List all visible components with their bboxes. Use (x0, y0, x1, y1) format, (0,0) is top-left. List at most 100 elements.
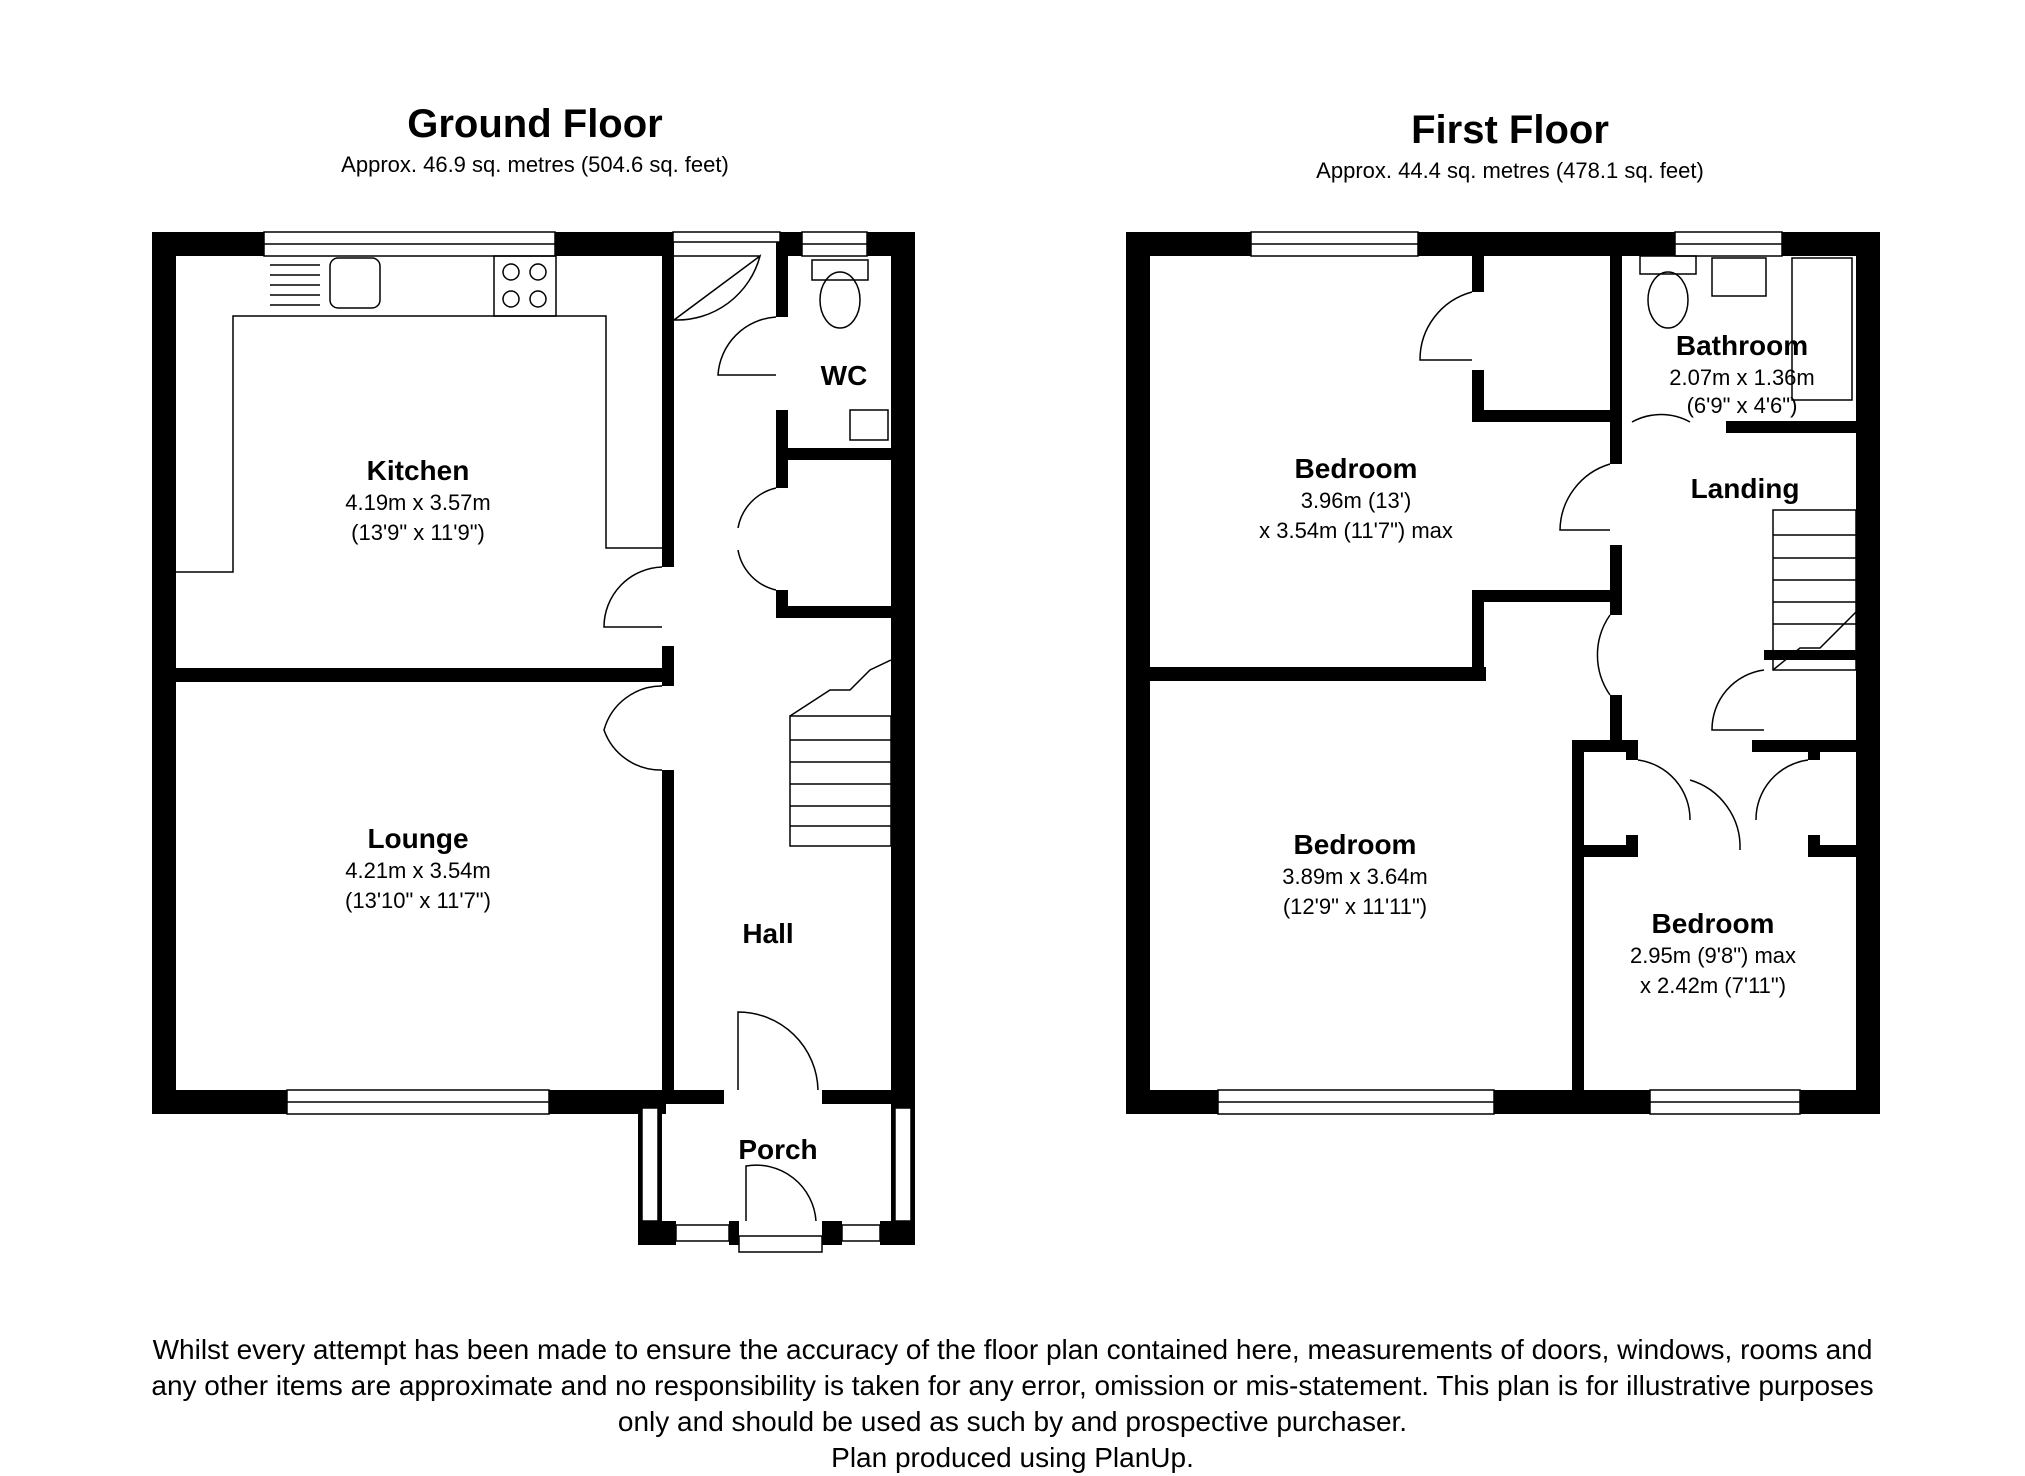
room-name-lounge: Lounge (367, 823, 468, 854)
room-name-kitchen: Kitchen (367, 455, 470, 486)
room-name-wc: WC (821, 360, 868, 391)
gf-door-cupboard-top (737, 487, 777, 529)
ff-wall-bath-left-top (1610, 232, 1622, 422)
gf-wall-right (891, 232, 915, 1245)
ff-wall-bath-left-mid (1610, 422, 1622, 464)
ff-door-cup-right (1755, 759, 1809, 821)
ff-bath-tub (1791, 257, 1853, 401)
ground-floor-labels: Kitchen 4.19m x 3.57m (13'9" x 11'9") Lo… (345, 360, 867, 1165)
ff-wall-cup-left-bot (1572, 845, 1638, 857)
ff-wall-landing-left-low (1610, 695, 1622, 740)
gf-window-porch-bottom2 (738, 1235, 823, 1253)
gf-porch-wall-bottom-mid2 (822, 1221, 842, 1245)
room-name-bedroom-3: Bedroom (1652, 908, 1775, 939)
gf-window-hall-top (672, 231, 781, 243)
disclaimer-line-4: Plan produced using PlanUp. (831, 1442, 1194, 1473)
room-dims-bedroom-2-b: (12'9" x 11'11") (1283, 894, 1427, 919)
ff-wall-cup-right-bot (1808, 845, 1880, 857)
ff-wall-stair-divide (1764, 650, 1880, 660)
gf-kitchen-sink (329, 257, 381, 309)
room-name-bedroom-1: Bedroom (1295, 453, 1418, 484)
first-floor-title: First Floor (1411, 108, 1609, 152)
ground-floor-plan (152, 232, 915, 1245)
ff-wall-bed3-top-left (1572, 740, 1638, 752)
gf-kitchen-hob (493, 255, 557, 317)
gf-porch-wall-bottom-mid1 (729, 1221, 739, 1245)
ff-wall-cup-right-v2 (1808, 835, 1820, 857)
ff-wall-bottom-left (1126, 1090, 1218, 1114)
ff-wall-bed1-notch (1472, 590, 1622, 602)
gf-porch-wall-bottom-left (638, 1221, 676, 1245)
ff-wall-cup-right-v (1808, 740, 1820, 760)
ff-door-wardrobe (1419, 291, 1473, 361)
room-dims-lounge-1: 4.21m x 3.54m (345, 858, 491, 883)
ff-wall-bed3-left (1572, 740, 1584, 1100)
gf-window-porch-left (641, 1107, 659, 1222)
gf-wall-hall-porch-left (662, 1090, 724, 1104)
first-floor-labels: Bedroom 3.96m (13') x 3.54m (11'7") max … (1259, 330, 1815, 998)
first-floor-plan (1126, 232, 1880, 1114)
room-name-landing: Landing (1691, 473, 1800, 504)
gf-door-cupboard-bot (737, 549, 777, 591)
ff-wall-wardrobe-left-bot (1472, 370, 1484, 420)
gf-wall-hall-lounge (662, 770, 674, 1100)
gf-wall-hall-porch-right (822, 1090, 912, 1104)
gf-wall-top-mid (555, 232, 673, 256)
room-name-bedroom-2: Bedroom (1294, 829, 1417, 860)
gf-wc-wall-left-top (776, 232, 788, 317)
gf-door-front-hall (671, 254, 762, 321)
room-dims-bedroom-1-a: 3.96m (13') (1301, 488, 1412, 513)
gf-cupboard-wall-left-top (776, 448, 788, 488)
gf-stairs (789, 659, 892, 847)
ff-wall-wardrobe-bottom (1472, 410, 1622, 422)
room-dims-kitchen-2: (13'9" x 11'9") (351, 520, 485, 545)
ff-bath-toilet (1647, 271, 1689, 329)
gf-window-porch-bottom1 (675, 1224, 730, 1242)
ff-door-airing (1711, 669, 1765, 731)
ground-floor-area: Approx. 46.9 sq. metres (504.6 sq. feet) (341, 152, 729, 177)
ff-wall-bath-bottom (1726, 421, 1880, 433)
room-dims-bedroom-3-a: 2.95m (9'8") max (1630, 943, 1796, 968)
gf-wc-wall-bottom (776, 448, 906, 460)
room-dims-lounge-2: (13'10" x 11'7") (345, 888, 491, 913)
gf-wc-wall-left-bot (776, 410, 788, 460)
gf-door-lounge (603, 685, 663, 771)
ff-wall-right (1856, 232, 1880, 1114)
disclaimer-line-2: any other items are approximate and no r… (151, 1370, 1874, 1401)
gf-door-outer (745, 1164, 817, 1222)
ff-wall-cup-left-v2 (1626, 835, 1638, 857)
gf-wall-hall-kitchen (662, 232, 674, 567)
ff-wall-bed3-top-right (1770, 740, 1880, 752)
room-name-hall: Hall (742, 918, 793, 949)
disclaimer-line-1: Whilst every attempt has been made to en… (152, 1334, 1873, 1365)
room-dims-bedroom-3-b: x 2.42m (7'11") (1640, 973, 1786, 998)
room-dims-bedroom-2-a: 3.89m x 3.64m (1282, 864, 1428, 889)
gf-kitchen-drainer (270, 264, 320, 306)
gf-wc-basin (849, 409, 889, 441)
gf-cupboard-wall-bottom (776, 606, 906, 618)
ff-wall-landing-left-mid (1610, 545, 1622, 615)
ff-wall-cup-mid-top (1752, 740, 1770, 752)
first-floor-fittings (1419, 255, 1857, 851)
room-name-porch: Porch (738, 1134, 817, 1165)
room-dims-bathroom-1: 2.07m x 1.36m (1669, 365, 1815, 390)
ground-floor-fittings (176, 254, 892, 1222)
ff-bath-cistern (1639, 255, 1697, 275)
gf-door-wc (717, 316, 777, 376)
ground-floor-windows (263, 231, 912, 1253)
gf-porch-wall-bottom-right (880, 1221, 915, 1245)
ff-wall-bed1-bed2 (1126, 667, 1486, 681)
room-dims-bathroom-2: (6'9" x 4'6") (1687, 393, 1798, 418)
gf-wall-bottom-left (152, 1090, 287, 1114)
ff-door-bed2 (1596, 614, 1611, 696)
room-dims-kitchen-1: 4.19m x 3.57m (345, 490, 491, 515)
disclaimer-line-3: only and should be used as such by and p… (617, 1406, 1408, 1437)
ff-door-bathroom (1631, 413, 1691, 423)
gf-wc-cistern (811, 259, 869, 281)
ff-wall-top-mid (1418, 232, 1675, 256)
first-floor-windows (1217, 231, 1801, 1115)
first-floor-area: Approx. 44.4 sq. metres (478.1 sq. feet) (1316, 158, 1704, 183)
gf-window-porch-right (894, 1107, 912, 1222)
ff-wall-cup-left-v (1626, 740, 1638, 760)
